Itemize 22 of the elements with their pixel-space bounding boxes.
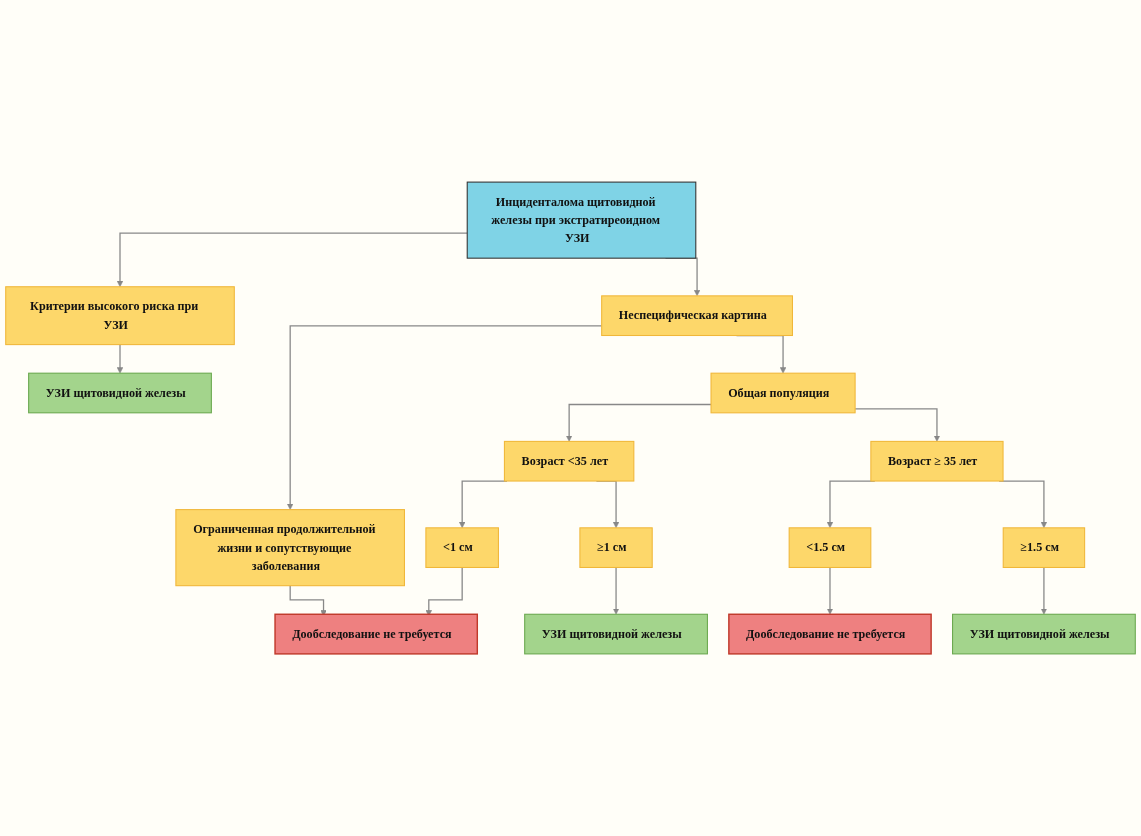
node-box: ≥1.5 см <box>1002 527 1086 568</box>
node-box: Неспецифическая картина <box>601 295 793 337</box>
arrow <box>612 566 620 615</box>
node-box: ≥1 см <box>579 527 653 568</box>
node-box: Возраст <35 лет <box>503 440 635 482</box>
arrow <box>1040 566 1048 615</box>
node-box: Возраст ≥ 35 лет <box>870 440 1004 482</box>
node-box: Инциденталома щитовидной железы при экстратиреоидном УЗИ <box>466 181 697 259</box>
arrow <box>116 343 124 374</box>
node-box: Дообследование не требуется <box>728 613 932 655</box>
node-box: Дообследование не требуется <box>274 613 479 655</box>
node-box: УЗИ щитовидной железы <box>28 372 212 414</box>
node-box: УЗИ щитовидной железы <box>524 613 708 655</box>
arrow <box>826 566 834 615</box>
node-box: Ограниченная продолжительной жизни и сопутствующие заболевания <box>175 509 405 587</box>
arrow <box>566 403 712 442</box>
node-box: УЗИ щитовидной железы <box>952 613 1136 655</box>
node-box: <1.5 см <box>788 527 872 568</box>
node-box: <1 см <box>425 527 499 568</box>
node-box: Критерии высокого риска при УЗИ <box>5 286 235 346</box>
node-box: Общая популяция <box>710 372 856 414</box>
arrow <box>116 232 468 288</box>
